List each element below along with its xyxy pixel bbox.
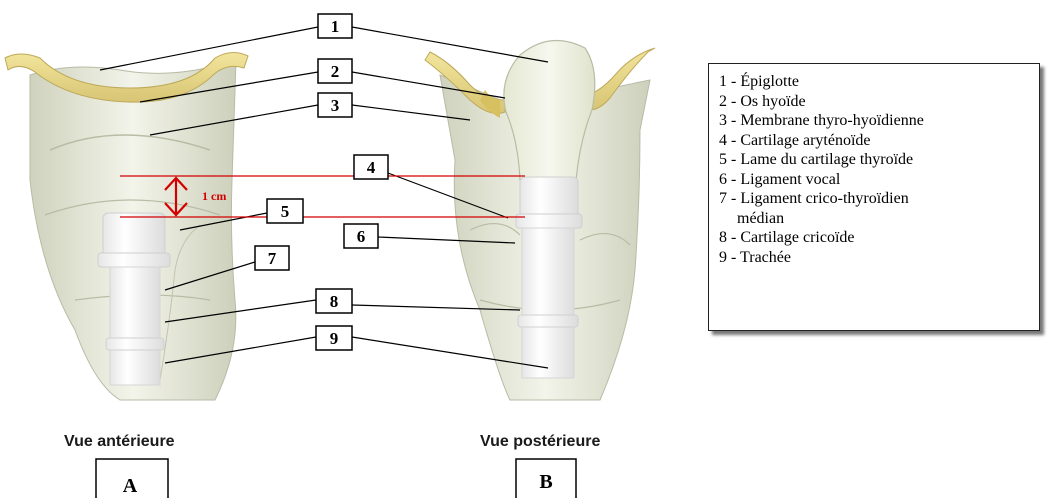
panel-a-label: A	[96, 459, 168, 498]
marker-1: 1	[318, 14, 352, 38]
marker-7: 7	[255, 246, 289, 270]
measurement-label: 1 cm	[202, 189, 226, 203]
legend-item: 8 - Cartilage cricoïde	[719, 228, 1029, 248]
anterior-view-caption: Vue antérieure	[64, 433, 175, 450]
svg-text:A: A	[123, 475, 138, 497]
svg-text:3: 3	[331, 96, 340, 115]
svg-text:6: 6	[357, 227, 366, 246]
legend-item: 3 - Membrane thyro-hyoïdienne	[719, 111, 1029, 131]
marker-3: 3	[318, 93, 352, 117]
marker-6: 6	[344, 224, 378, 248]
svg-text:1: 1	[331, 17, 340, 36]
svg-text:2: 2	[331, 62, 340, 81]
number-markers: 1 2 3 4 5 6 7 8 9	[255, 14, 388, 350]
marker-5: 5	[267, 199, 303, 223]
svg-text:8: 8	[330, 292, 339, 311]
svg-text:9: 9	[330, 329, 339, 348]
svg-text:4: 4	[367, 158, 376, 177]
legend-item: 7 - Ligament crico-thyroïdien	[719, 189, 1029, 209]
posterior-view-caption: Vue postérieure	[480, 433, 600, 450]
svg-text:5: 5	[281, 202, 290, 221]
legend-item: 4 - Cartilage aryténoïde	[719, 131, 1029, 151]
svg-text:7: 7	[268, 249, 277, 268]
marker-2: 2	[318, 59, 352, 83]
anterior-larynx-illustration	[5, 52, 248, 400]
marker-9: 9	[316, 326, 352, 350]
marker-8: 8	[316, 289, 352, 313]
legend-item: 9 - Trachée	[719, 248, 1029, 268]
posterior-larynx-illustration	[425, 40, 655, 400]
legend-item: 6 - Ligament vocal	[719, 170, 1029, 190]
legend-box: 1 - Épiglotte 2 - Os hyoïde 3 - Membrane…	[708, 63, 1040, 331]
legend-item: 5 - Lame du cartilage thyroïde	[719, 150, 1029, 170]
marker-4: 4	[354, 155, 388, 179]
trachea-model-posterior	[516, 177, 582, 378]
larynx-figure: 1 cm 1 2 3 4 5 6 7 8 9 Vue antérieure Vu…	[0, 0, 700, 498]
panel-b-label: B	[516, 459, 576, 498]
legend-item: 2 - Os hyoïde	[719, 92, 1029, 112]
svg-text:B: B	[539, 471, 552, 493]
legend-item: 1 - Épiglotte	[719, 72, 1029, 92]
legend-item-continuation: médian	[719, 209, 1029, 229]
